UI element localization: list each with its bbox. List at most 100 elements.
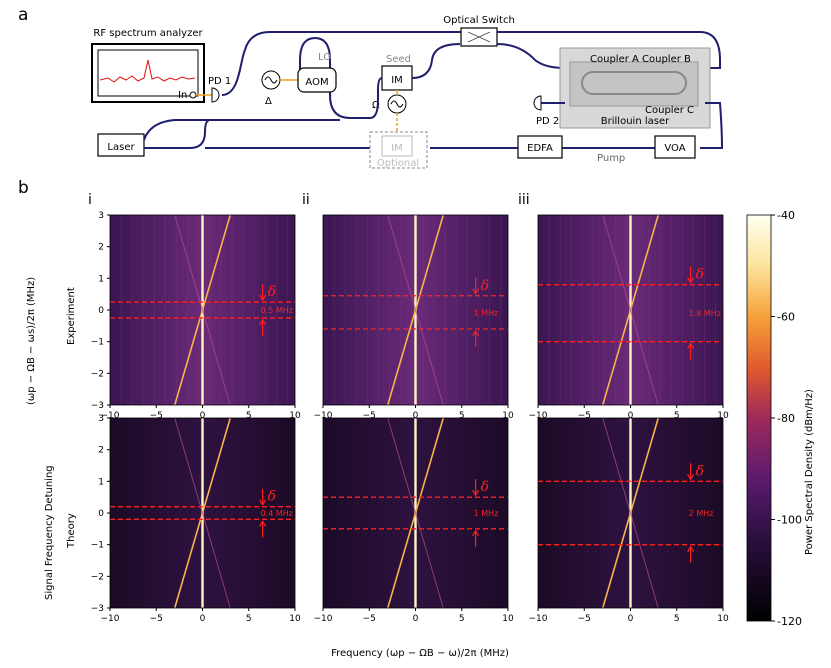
y-tick-label: −2 xyxy=(91,572,104,582)
delta-label: Δ xyxy=(265,96,272,107)
idler-line xyxy=(602,417,659,609)
x-tick-label: 0 xyxy=(200,614,206,624)
x-tick-label: −10 xyxy=(101,411,120,421)
y-tick-label: 0 xyxy=(98,509,104,519)
ylabel-inner: (ωp − ΩB − ωs)/2π (MHz) xyxy=(26,277,37,405)
delta-symbol: δ xyxy=(481,479,489,495)
coupler-b-label: Coupler B xyxy=(642,54,691,65)
pd2-icon xyxy=(533,95,542,111)
colorbar-tick-label: -120 xyxy=(777,615,802,628)
optional-im-box xyxy=(381,135,413,157)
idler-line xyxy=(387,214,444,406)
colorbar xyxy=(746,214,772,622)
colorbar-tick-label: -80 xyxy=(777,412,795,425)
delta-symbol: δ xyxy=(481,278,489,294)
x-tick-label: −5 xyxy=(363,614,376,624)
delta-value-label: 1 MHz xyxy=(474,308,499,317)
aom-box xyxy=(297,67,337,93)
panel-a-letter: a xyxy=(18,5,28,25)
x-tick-label: −10 xyxy=(529,614,548,624)
delta-symbol: δ xyxy=(696,267,704,283)
x-tick-label: −5 xyxy=(363,411,376,421)
rf-analyzer-label: RF spectrum analyzer xyxy=(93,28,203,39)
colorbar-tick-label: -100 xyxy=(777,514,802,527)
x-tick-label: −5 xyxy=(150,411,163,421)
x-tick-label: 5 xyxy=(246,411,252,421)
x-tick-label: 10 xyxy=(289,411,301,421)
x-tick-label: −10 xyxy=(101,614,120,624)
x-tick-label: −5 xyxy=(578,411,591,421)
arrowhead xyxy=(687,277,695,284)
delta-value-label: 0.4 MHz xyxy=(261,509,293,518)
omega-label: Ω xyxy=(372,100,380,111)
x-tick-label: 0 xyxy=(413,614,419,624)
x-tick-label: 0 xyxy=(200,411,206,421)
y-tick-label: 1 xyxy=(98,477,104,487)
idler-line xyxy=(174,417,231,609)
y-tick-label: 2 xyxy=(98,446,104,456)
optional-box xyxy=(369,131,428,169)
row-label-theory: Theory xyxy=(66,513,77,549)
arrowhead xyxy=(687,474,695,481)
y-tick-label: −1 xyxy=(91,541,104,551)
pump-label: Pump xyxy=(597,153,625,164)
x-tick-label: 0 xyxy=(628,411,634,421)
x-tick-label: −5 xyxy=(150,614,163,624)
y-tick-label: 1 xyxy=(98,274,104,284)
x-tick-label: 0 xyxy=(628,614,634,624)
seed-im-label: IM xyxy=(391,75,403,86)
x-tick-label: −10 xyxy=(529,411,548,421)
x-tick-label: 5 xyxy=(459,614,465,624)
x-tick-label: −10 xyxy=(314,411,333,421)
x-tick-label: 10 xyxy=(717,614,729,624)
arrowhead xyxy=(472,489,480,497)
arrowhead xyxy=(259,294,267,302)
y-tick-label: 0 xyxy=(98,306,104,316)
idler-line xyxy=(174,214,231,406)
lo-label: LO xyxy=(318,52,331,63)
y-tick-label: 3 xyxy=(98,414,104,424)
column-ii-label: ii xyxy=(302,192,310,208)
x-tick-label: 10 xyxy=(289,614,301,624)
arrowhead xyxy=(472,529,480,537)
xlabel: Frequency (ωp − ΩB − ω)/2π (MHz) xyxy=(331,648,509,659)
y-tick-label: −3 xyxy=(91,604,104,614)
arrowhead xyxy=(687,545,695,552)
x-tick-label: 5 xyxy=(674,411,680,421)
rf-analyzer-screen xyxy=(97,49,199,97)
y-tick-label: −2 xyxy=(91,369,104,379)
delta-symbol: δ xyxy=(696,463,704,479)
arrowhead xyxy=(259,520,267,527)
rf-analyzer-frame xyxy=(91,43,205,103)
coupler-a-label: Coupler A xyxy=(590,54,639,65)
brillouin-label: Brillouin laser xyxy=(601,116,670,127)
seed-label: Seed xyxy=(386,54,411,65)
panel-b-letter: b xyxy=(18,178,29,198)
delta-value-label: 0.5 MHz xyxy=(261,306,293,315)
laser-label: Laser xyxy=(107,142,135,153)
colorbar-ticks: -40-60-80-100-120 xyxy=(771,209,802,628)
y-tick-label: −3 xyxy=(91,401,104,411)
pd1-label: PD 1 xyxy=(208,76,231,87)
arrowhead xyxy=(687,342,695,349)
optical-switch-label: Optical Switch xyxy=(443,15,515,26)
column-iii-label: iii xyxy=(518,192,530,208)
x-tick-label: 5 xyxy=(459,411,465,421)
delta-value-label: 1.8 MHz xyxy=(689,309,721,318)
laser-box xyxy=(97,133,145,157)
voa-box xyxy=(654,135,696,159)
optional-label: Optional xyxy=(377,158,419,169)
x-tick-label: 10 xyxy=(502,411,514,421)
edfa-label: EDFA xyxy=(527,143,553,154)
row-label-experiment: Experiment xyxy=(66,287,77,345)
colorbar-tick-label: -60 xyxy=(777,311,795,324)
arrowhead xyxy=(259,318,267,326)
x-tick-label: 10 xyxy=(502,614,514,624)
in-label: In xyxy=(178,90,187,101)
